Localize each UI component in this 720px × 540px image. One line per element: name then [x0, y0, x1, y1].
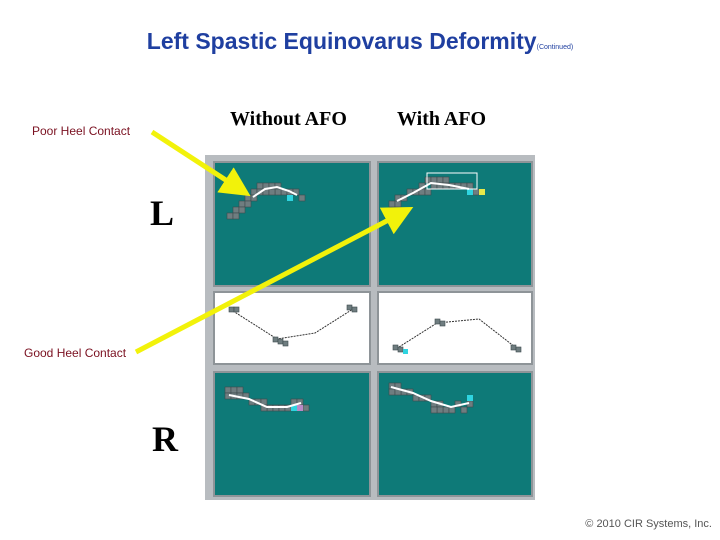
column-header-without-afo: Without AFO [230, 108, 347, 130]
footprint-right-without-afo [224, 386, 310, 412]
slide-title: Left Spastic Equinovarus Deformity(Conti… [0, 28, 720, 55]
column-header-with-afo: With AFO [397, 108, 487, 130]
title-main: Left Spastic Equinovarus Deformity [146, 28, 537, 54]
title-suffix: (Continued) [536, 44, 574, 51]
panel-right-with-afo [377, 371, 533, 497]
side-label-right: R [152, 419, 178, 459]
panel-left-without-afo [213, 161, 371, 287]
side-label-left: L [150, 193, 175, 233]
panel-right-without-afo [213, 371, 371, 497]
footprint-left-without-afo [226, 182, 306, 220]
panel-path-without-afo [213, 291, 371, 365]
footprint-left-with-afo [388, 172, 485, 208]
panel-left-with-afo [377, 161, 533, 287]
pressure-panel-grid [205, 155, 535, 500]
gait-path-without-afo [228, 304, 358, 347]
footprint-right-with-afo [388, 382, 474, 414]
callout-poor-heel-contact: Poor Heel Contact [32, 124, 131, 138]
copyright-footer: © 2010 CIR Systems, Inc. [585, 518, 712, 530]
panel-path-with-afo [377, 291, 533, 365]
callout-good-heel-contact: Good Heel Contact [24, 346, 127, 360]
gait-path-with-afo [392, 318, 522, 354]
